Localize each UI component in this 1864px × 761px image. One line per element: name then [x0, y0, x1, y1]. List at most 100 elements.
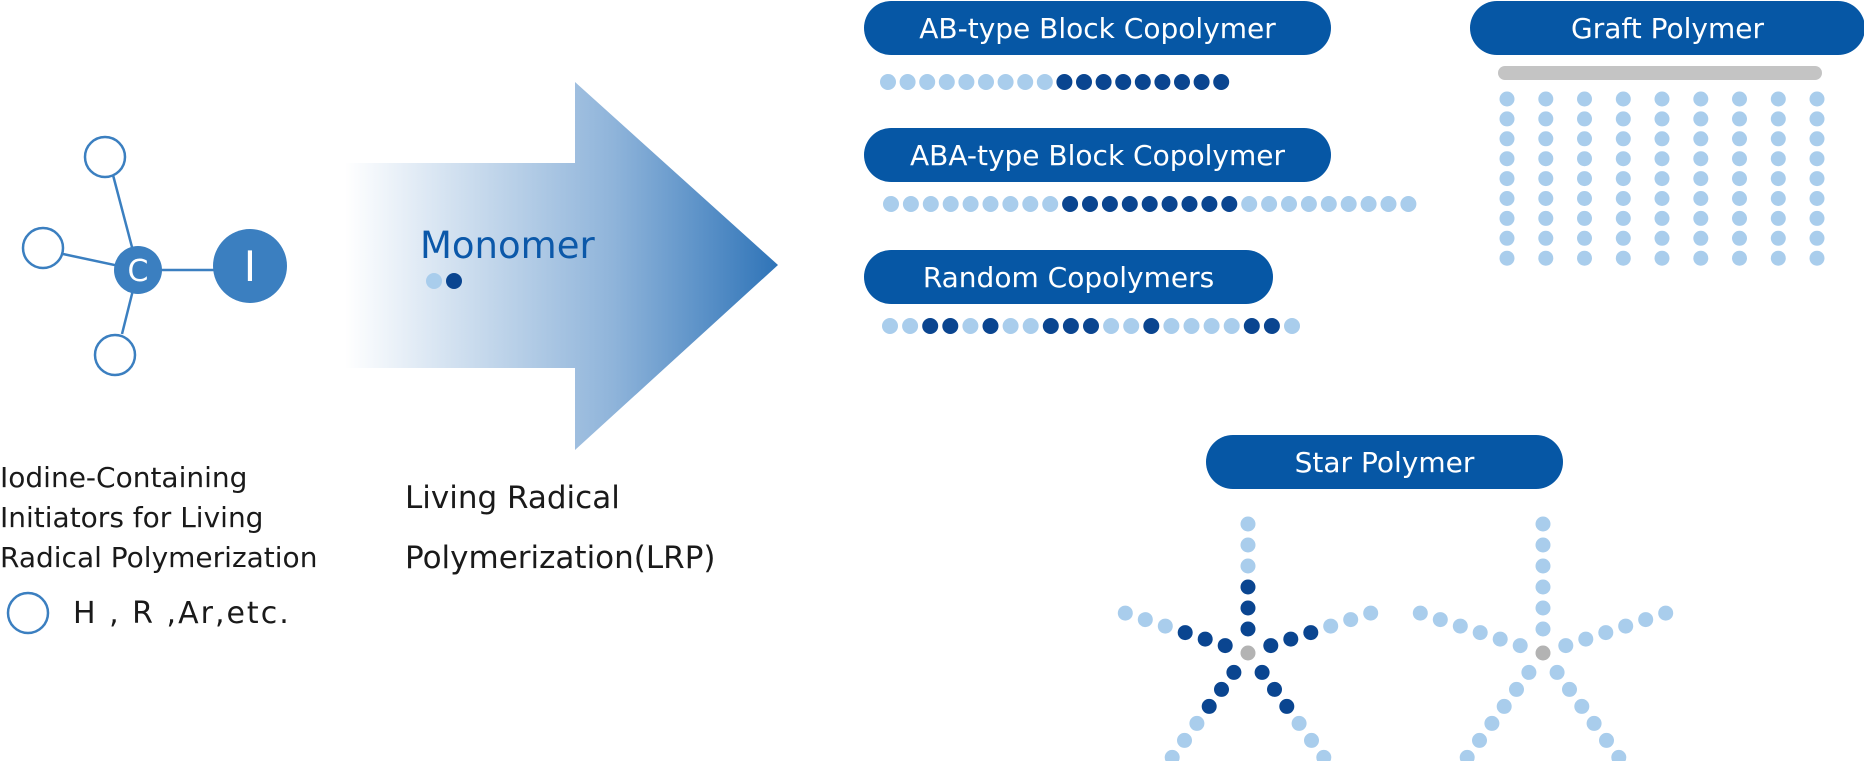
graft-branch-bead [1809, 111, 1825, 127]
star-arm-light-bead [1549, 664, 1565, 680]
light-monomer-bead [919, 74, 936, 90]
graft-branch-bead [1693, 191, 1709, 206]
graft-branch-bead [1809, 91, 1825, 107]
light-monomer-bead [997, 74, 1014, 90]
graft-branch-bead [1809, 131, 1825, 147]
graft-branch-bead [1538, 210, 1554, 226]
graft-branch-bead [1577, 230, 1592, 246]
star-arm-light-bead [1240, 516, 1256, 532]
graft-branch-bead [1809, 230, 1825, 246]
star-arm-light-bead [1562, 681, 1577, 697]
star-arm-light-bead [1432, 612, 1448, 628]
light-monomer-bead [880, 74, 896, 90]
graft-branch-bead [1770, 151, 1786, 167]
substituent-legend: H , R ,Ar,etc. [73, 596, 291, 631]
star-arm-light-bead [1459, 749, 1475, 761]
aba-block-label: ABA-type Block Copolymer [864, 128, 1331, 182]
monomer-label: Monomer [420, 224, 595, 267]
star-core-bead [1535, 645, 1551, 661]
graft-branch-bead [1577, 91, 1592, 107]
dark-monomer-bead [1042, 318, 1059, 334]
random-copolymer-chain [882, 318, 1300, 334]
graft-branch-bead [1538, 250, 1554, 266]
light-monomer-bead [1002, 318, 1019, 334]
graft-branch-bead [1693, 111, 1709, 127]
graft-branch-bead [1809, 151, 1825, 167]
star-arm-dark-bead [1283, 631, 1299, 647]
star-arm-light-bead [1137, 612, 1153, 628]
graft-branch-bead [1770, 191, 1786, 206]
legend-circle-icon [6, 591, 50, 635]
star-arm-light-bead [1316, 749, 1332, 761]
dark-monomer-bead [1263, 318, 1280, 334]
initiator-caption-line-2: Initiators for Living [0, 501, 264, 534]
star-arm-dark-bead [1240, 579, 1256, 595]
graft-branch-bead [1732, 230, 1747, 246]
light-monomer-bead [1017, 74, 1034, 90]
star-arm-light-bead [1658, 605, 1674, 621]
graft-branch-bead [1770, 131, 1786, 147]
substituent-circle [93, 333, 137, 377]
graft-branch-bead [1577, 171, 1592, 187]
star-arm-dark-bead [1240, 621, 1256, 637]
carbon-atom-label: C [128, 254, 149, 289]
dark-monomer-bead [922, 318, 939, 334]
light-monomer-bead [899, 74, 916, 90]
graft-branch-bead [1770, 111, 1786, 127]
dark-monomer-bead [1062, 318, 1079, 334]
star-arm-dark-bead [1279, 698, 1295, 714]
graft-branch-bead [1538, 91, 1554, 107]
star-arm-dark-bead [1177, 625, 1193, 641]
star-arm-dark-bead [1226, 664, 1242, 680]
dark-monomer-bead [1082, 196, 1098, 212]
light-monomer-bead [1360, 196, 1377, 212]
graft-branch-bead [1693, 210, 1709, 226]
star-polymer-label: Star Polymer [1206, 435, 1563, 489]
light-monomer-bead [1163, 318, 1180, 334]
graft-branch-bead [1615, 151, 1631, 167]
graft-branch-bead [1654, 210, 1670, 226]
star-arm-dark-bead [1267, 681, 1282, 697]
graft-branch-bead [1732, 131, 1747, 147]
monomer-light-bead [426, 273, 442, 289]
random-copolymer-label: Random Copolymers [864, 250, 1273, 304]
graft-branch-bead [1499, 210, 1515, 226]
graft-branch-bead [1693, 171, 1709, 187]
light-monomer-bead [962, 318, 979, 334]
graft-branch-bead [1538, 111, 1554, 127]
dark-monomer-bead [1095, 74, 1112, 90]
star-arm-dark-bead [1201, 698, 1217, 714]
dark-monomer-bead [1143, 318, 1160, 334]
star-arm-light-bead [1323, 618, 1339, 634]
light-monomer-bead [1241, 196, 1258, 212]
light-monomer-bead [1300, 196, 1317, 212]
substituent-circle [21, 226, 65, 270]
graft-branch-bead [1770, 230, 1786, 246]
graft-branch-bead [1499, 171, 1515, 187]
light-monomer-bead [958, 74, 975, 90]
graft-branch-bead [1615, 91, 1631, 107]
graft-branch-bead [1615, 230, 1631, 246]
light-monomer-bead [1002, 196, 1019, 212]
star-arm-light-bead [1177, 732, 1192, 748]
graft-branch-bead [1499, 250, 1515, 266]
dark-monomer-bead [1141, 196, 1158, 212]
star-arm-light-bead [1535, 558, 1551, 574]
graft-branch-bead [1654, 250, 1670, 266]
graft-branch-bead [1577, 111, 1592, 127]
homopolymer-star-polymer [1412, 516, 1674, 761]
graft-branch-bead [1577, 131, 1592, 147]
graft-branch-bead [1809, 210, 1825, 226]
star-arm-light-bead [1535, 621, 1551, 637]
initiator-caption-line-3: Radical Polymerization [0, 541, 318, 574]
graft-branch-bead [1577, 250, 1592, 266]
graft-branch-bead [1732, 151, 1747, 167]
graft-branch-bead [1615, 191, 1631, 206]
star-arm-light-bead [1599, 732, 1614, 748]
light-monomer-bead [902, 318, 919, 334]
dark-monomer-bead [1193, 74, 1210, 90]
graft-branch-bead [1499, 91, 1515, 107]
light-monomer-bead [922, 196, 939, 212]
graft-branch-bead [1732, 250, 1747, 266]
light-monomer-bead [978, 74, 994, 90]
